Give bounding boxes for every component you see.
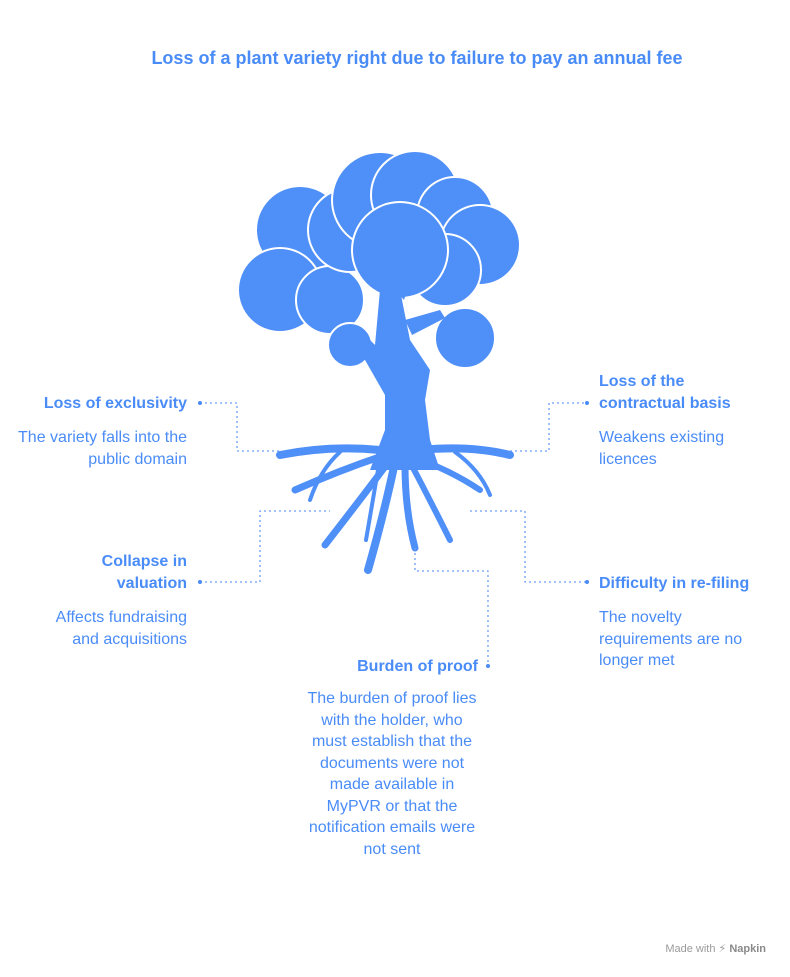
connector-burden-of-proof: [414, 548, 489, 666]
item-description: Weakens existing licences: [599, 429, 725, 468]
item-loss-of-exclusivity: Loss of exclusivity The variety falls in…: [0, 393, 187, 470]
item-collapse-in-valuation: Collapse in valuation Affects fundraisin…: [17, 551, 187, 650]
item-description: The burden of proof lies with the holder…: [307, 690, 477, 858]
connector-loss-of-contractual-basis: [510, 402, 587, 452]
item-heading: Loss of exclusivity: [43, 395, 187, 412]
item-loss-of-contractual-basis: Loss of the contractual basis Weakens ex…: [599, 371, 749, 470]
item-heading: Loss of the contractual basis: [599, 373, 731, 412]
connector-loss-of-exclusivity: [200, 402, 280, 452]
connector-dots: [198, 401, 589, 668]
connector-difficulty-in-refiling: [470, 510, 587, 583]
tree-trunk: [345, 270, 445, 470]
watermark-prefix: Made with: [665, 943, 716, 955]
item-description: Affects fundraising and acquisitions: [55, 609, 187, 648]
tree-roots: [276, 444, 514, 574]
diagram-title: Loss of a plant variety right due to fai…: [151, 48, 683, 68]
connectors: [200, 402, 587, 666]
item-heading: Burden of proof: [357, 658, 478, 675]
item-burden-of-proof: Burden of proof The burden of proof lies…: [306, 656, 479, 860]
tree-canopy: [237, 150, 521, 369]
napkin-watermark: Made with ⚡ Napkin: [665, 942, 766, 955]
item-description: The novelty requirements are no longer m…: [599, 609, 743, 669]
item-description: The variety falls into the public domain: [18, 429, 187, 468]
item-difficulty-in-refiling: Difficulty in re-filing The novelty requ…: [599, 573, 769, 672]
item-heading: Difficulty in re-filing: [599, 575, 750, 592]
watermark-brand: Napkin: [729, 943, 766, 955]
connector-collapse-in-valuation: [200, 510, 330, 583]
item-heading: Collapse in valuation: [101, 553, 187, 592]
napkin-logo-icon: ⚡: [718, 943, 727, 955]
